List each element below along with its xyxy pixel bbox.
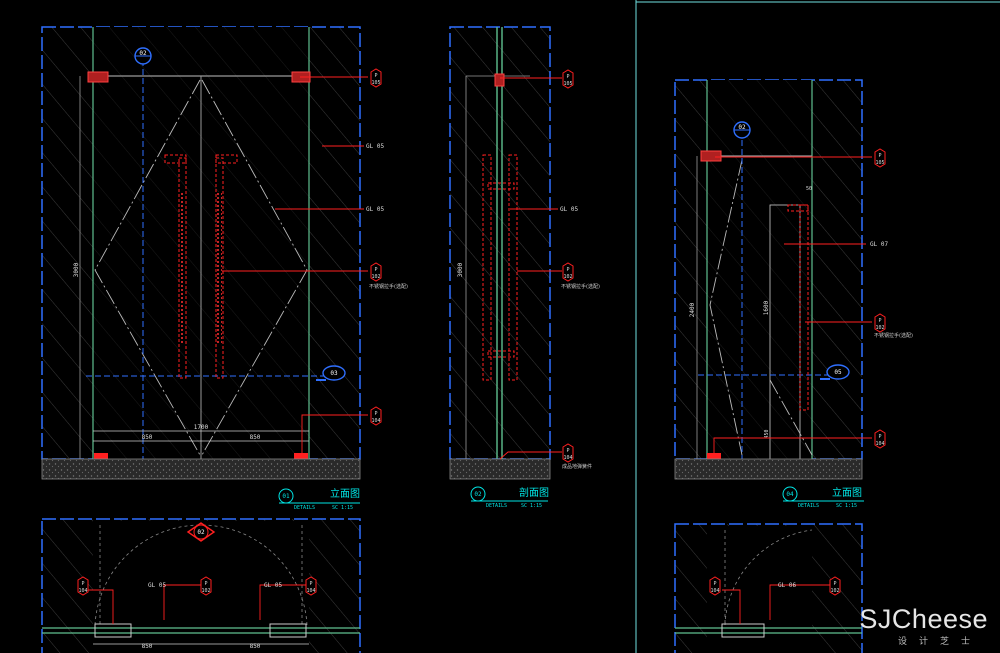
tag-p104: P 104 — [370, 406, 382, 426]
plan1-label-a: GL 05 — [148, 582, 166, 589]
svg-text:03: 03 — [330, 370, 338, 377]
svg-text:DETAILS: DETAILS — [294, 505, 315, 511]
svg-text:02: 02 — [197, 529, 205, 536]
svg-text:不锈钢拉手(选配): 不锈钢拉手(选配) — [561, 283, 600, 290]
title-section-02: 02 剖面图 DETAILS SC 1:15 — [470, 486, 549, 509]
svg-text:立面图: 立面图 — [832, 486, 862, 499]
svg-text:105: 105 — [875, 160, 884, 166]
svg-text:剖面图: 剖面图 — [519, 486, 549, 499]
svg-text:102: 102 — [875, 325, 884, 331]
svg-text:104: 104 — [710, 588, 719, 594]
svg-text:P: P — [374, 267, 377, 273]
svg-text:成品地弹簧件: 成品地弹簧件 — [562, 463, 592, 470]
elev2-label-gl07: GL 07 — [870, 241, 888, 248]
svg-text:02: 02 — [738, 124, 746, 131]
svg-text:104: 104 — [306, 588, 315, 594]
svg-text:102: 102 — [830, 588, 839, 594]
tag-p105: P 105 — [370, 68, 382, 88]
svg-text:不锈钢拉手(选配): 不锈钢拉手(选配) — [874, 332, 913, 339]
elev2-tag-p102: P 102 不锈钢拉手(选配) — [874, 313, 913, 339]
svg-text:02: 02 — [139, 50, 147, 57]
watermark-logo: SJCheese — [859, 604, 988, 634]
svg-text:01: 01 — [282, 493, 290, 500]
elev2-dim-handle: 1600 — [763, 300, 770, 315]
section-02: 3000 P 105 GL 05 P 102 不锈钢拉手(选配) P 104 成… — [449, 26, 600, 509]
elev2-dim-bottom: 450 — [764, 429, 770, 438]
svg-text:104: 104 — [78, 588, 87, 594]
title-elevation-01: 01 立面图 DETAILS SC 1:15 — [278, 487, 360, 511]
elev2-tag-p105: P 105 — [874, 148, 886, 168]
svg-text:05: 05 — [834, 369, 842, 376]
plan1-tag-0: P 104 — [77, 576, 89, 596]
svg-text:02: 02 — [474, 491, 482, 498]
svg-text:102: 102 — [563, 274, 572, 280]
svg-text:P: P — [713, 581, 716, 587]
svg-text:P: P — [878, 318, 881, 324]
elev2-marker-mid: 05 — [820, 364, 850, 380]
svg-text:P: P — [566, 267, 569, 273]
svg-text:DETAILS: DETAILS — [486, 503, 507, 509]
svg-text:DETAILS: DETAILS — [798, 503, 819, 509]
svg-text:SC 1:15: SC 1:15 — [521, 503, 542, 509]
plan1-dim-left: 850 — [142, 643, 153, 650]
svg-text:立面图: 立面图 — [330, 487, 360, 500]
elevation-01: 1700 850 850 3000 02 03 P 105 GL 05 GL 0… — [41, 26, 408, 511]
svg-text:102: 102 — [201, 588, 210, 594]
title-elevation-04: 04 立面图 DETAILS SC 1:15 — [782, 486, 864, 509]
plan2-label-gl06: GL 06 — [778, 582, 796, 589]
plan-01: 850 850 02 P 104 GL 05 P 102 GL 05 P 104 — [41, 518, 361, 653]
svg-text:P: P — [833, 581, 836, 587]
svg-text:P: P — [566, 74, 569, 80]
label-gl05-a: GL 05 — [366, 143, 384, 150]
dim-total: 1700 — [194, 424, 209, 431]
svg-text:P: P — [566, 448, 569, 454]
plan2-tag-0: P 104 — [709, 576, 721, 596]
plan2-tag-1: P 102 — [829, 576, 841, 596]
elev2-dim-top: 50 — [806, 186, 812, 192]
svg-text:105: 105 — [563, 81, 572, 87]
plan1-tag-2: P 104 — [305, 576, 317, 596]
section-label-gl05: GL 05 — [560, 206, 578, 213]
svg-text:104: 104 — [371, 418, 380, 424]
watermark-subtitle: 设计芝士 — [897, 636, 982, 646]
section-tag-p102: P 102 不锈钢拉手(选配) — [561, 262, 600, 290]
plan1-marker: 02 — [186, 522, 216, 542]
svg-text:P: P — [374, 411, 377, 417]
elev2-dim-height: 2400 — [689, 302, 696, 317]
svg-text:P: P — [374, 73, 377, 79]
section-marker-top: 02 — [134, 47, 152, 65]
elev2-tag-p104: P 104 — [874, 429, 886, 449]
section-marker-mid: 03 — [316, 365, 346, 381]
section-dim-height: 3000 — [457, 262, 464, 277]
svg-text:P: P — [204, 581, 207, 587]
plan1-tag-1: P 102 — [200, 576, 212, 596]
section-tag-p104: P 104 成品地弹簧件 — [562, 443, 592, 470]
svg-text:P: P — [309, 581, 312, 587]
label-gl05-b: GL 05 — [366, 206, 384, 213]
plan-04: P 104 GL 06 P 102 — [674, 523, 863, 653]
svg-text:105: 105 — [371, 80, 380, 86]
elevation-04: 2400 1600 50 450 02 05 P 105 GL 07 P 102… — [674, 79, 913, 509]
dim-right: 850 — [250, 434, 261, 441]
dim-left: 850 — [142, 434, 153, 441]
svg-text:不锈钢拉手(选配): 不锈钢拉手(选配) — [369, 283, 408, 290]
svg-text:SC 1:15: SC 1:15 — [332, 505, 353, 511]
dim-height: 3000 — [73, 262, 80, 277]
svg-text:SC 1:15: SC 1:15 — [836, 503, 857, 509]
svg-text:P: P — [878, 434, 881, 440]
svg-text:102: 102 — [371, 274, 380, 280]
svg-text:P: P — [81, 581, 84, 587]
svg-text:104: 104 — [875, 441, 884, 447]
svg-text:P: P — [878, 153, 881, 159]
elev2-marker-top: 02 — [733, 121, 751, 139]
tag-p102: P 102 不锈钢拉手(选配) — [369, 262, 408, 290]
plan1-dim-right: 850 — [250, 643, 261, 650]
svg-text:04: 04 — [786, 491, 794, 498]
plan1-label-b: GL 05 — [264, 582, 282, 589]
svg-text:104: 104 — [563, 455, 572, 461]
section-tag-p105: P 105 — [562, 69, 574, 89]
